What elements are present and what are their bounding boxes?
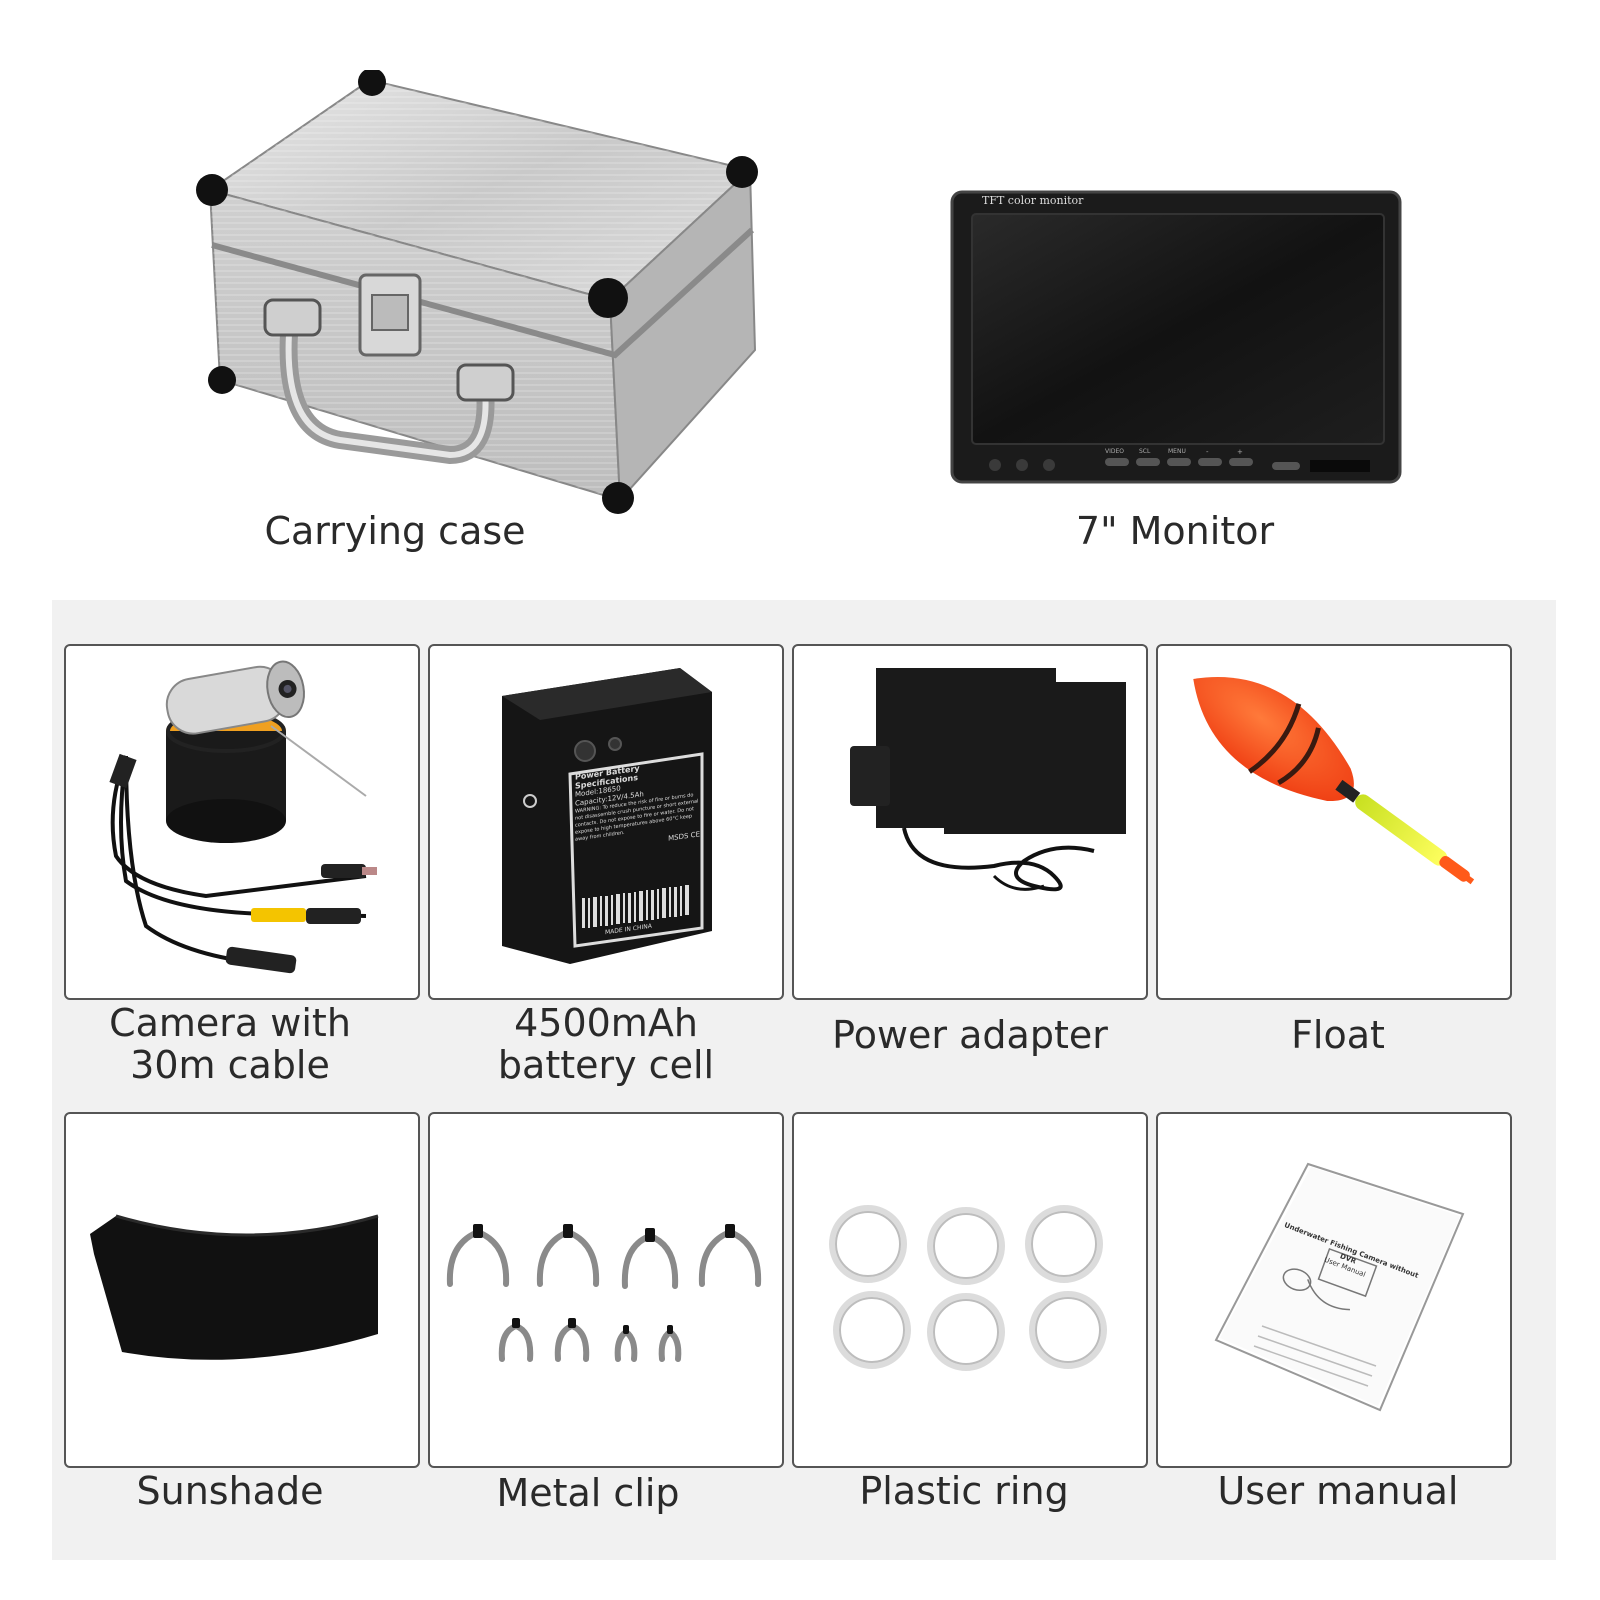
float-image (1193, 676, 1475, 885)
monitor-button-labels: VIDEO SCL MENU - + (1100, 448, 1260, 458)
battery-card: Power Battery Specifications Model:18650… (428, 644, 784, 1000)
metal-clip-card (428, 1112, 784, 1468)
battery-caption-line2: battery cell (497, 1043, 715, 1087)
camera-image (109, 660, 377, 974)
power-adapter-card (792, 644, 1148, 1000)
power-adapter-caption: Power adapter (832, 1013, 1108, 1057)
monitor-button-label: + (1237, 448, 1243, 456)
monitor-button-label: VIDEO (1105, 448, 1125, 455)
camera-card (64, 644, 420, 1000)
plastic-ring-card (792, 1112, 1148, 1468)
plastic-ring-image (829, 1205, 1107, 1371)
monitor-button-label: SCL (1139, 448, 1151, 455)
camera-caption: Camera with 30m cable (52, 1002, 408, 1086)
user-manual-caption: User manual (1217, 1469, 1459, 1513)
monitor-brand-text: TFT color monitor (982, 194, 1084, 207)
user-manual-card: Underwater Fishing Camera without DVR Us… (1156, 1112, 1512, 1468)
metal-clip-image (446, 1224, 762, 1362)
monitor-button-label: MENU (1168, 448, 1186, 455)
camera-caption-line1: Camera with (109, 1001, 351, 1045)
battery-caption-line1: 4500mAh (514, 1001, 698, 1045)
metal-clip-caption: Metal clip (496, 1471, 680, 1515)
float-card (1156, 644, 1512, 1000)
user-manual-image (1214, 1162, 1465, 1412)
monitor-button-label: - (1206, 448, 1209, 456)
float-caption: Float (1291, 1013, 1385, 1057)
battery-image (502, 668, 712, 964)
battery-spec-label: Power Battery Specifications Model:18650… (575, 755, 700, 857)
sunshade-caption: Sunshade (136, 1469, 324, 1513)
power-adapter-image (850, 668, 1126, 892)
plastic-ring-caption: Plastic ring (859, 1469, 1069, 1513)
sunshade-card (64, 1112, 420, 1468)
monitor-image: TFT color monitor VIDEO SCL MENU - + (950, 190, 1402, 485)
carrying-case-image (190, 68, 770, 520)
battery-caption: 4500mAh battery cell (428, 1002, 784, 1086)
carrying-case-label: Carrying case (264, 509, 526, 553)
camera-caption-line2: 30m cable (130, 1043, 330, 1087)
monitor-label: 7" Monitor (1075, 509, 1275, 553)
sunshade-image (90, 1214, 379, 1360)
